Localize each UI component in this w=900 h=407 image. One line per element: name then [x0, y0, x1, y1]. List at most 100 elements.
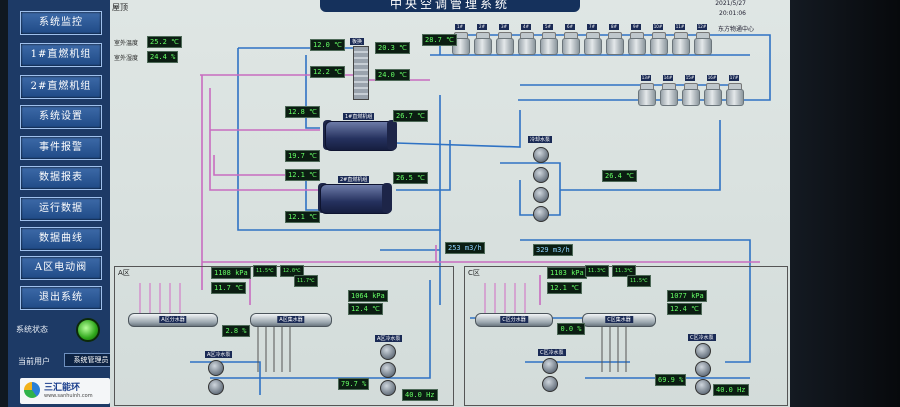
nav-event-alarm[interactable]: 事件报警 [20, 136, 102, 160]
cooling-tower-2[interactable]: 2# [474, 24, 492, 55]
top-temp-4: 24.0 ℃ [375, 69, 410, 81]
nav-system-monitor[interactable]: 系统监控 [20, 11, 102, 35]
cooling-tower-b-label: 16# [707, 75, 717, 81]
zone-a-pump-group-2-label: A区冷水泵 [375, 335, 403, 342]
cooling-tower-label: 10# [653, 24, 663, 30]
zone-a-sensor-3: 11.7℃ [294, 275, 318, 287]
cooling-tower-label: 4# [521, 24, 531, 30]
zone-c-pump-5[interactable] [695, 379, 711, 395]
flow-reading-2: 329 m3/h [533, 244, 573, 256]
cooling-tower-b-2[interactable]: 14# [660, 75, 678, 106]
cooling-tower-label: 8# [609, 24, 619, 30]
cooling-tower-b-1[interactable]: 13# [638, 75, 656, 106]
plate-heat-exchanger-tag: 板换 [350, 38, 365, 45]
cooling-tower-label: 5# [543, 24, 553, 30]
zone-c-pump-group-2-label: C区冷水泵 [688, 334, 716, 341]
chiller-1-in-temp: 12.8 ℃ [285, 106, 320, 118]
zone-c-pressure-2: 1077 kPa [667, 290, 707, 302]
cooling-tower-4[interactable]: 4# [518, 24, 536, 55]
zone-c-frequency: 40.0 Hz [713, 384, 749, 396]
zone-a-pump-3[interactable] [380, 344, 396, 360]
chiller-1-ret-temp: 19.7 ℃ [285, 150, 320, 162]
zone-a-pump-1[interactable] [208, 360, 224, 376]
cooling-tower-10[interactable]: 10# [650, 24, 668, 55]
zone-c-supply-header-label: C区分水器 [500, 316, 528, 323]
zone-a-temp-1: 11.7 ℃ [211, 282, 246, 294]
zone-a-pump-5[interactable] [380, 380, 396, 396]
cooling-tower-3[interactable]: 3# [496, 24, 514, 55]
plate-heat-exchanger [353, 46, 369, 100]
zone-a-pump-2[interactable] [208, 379, 224, 395]
zone-c-pump-4[interactable] [695, 361, 711, 377]
nav-data-report[interactable]: 数据报表 [20, 166, 102, 190]
zone-a-box [114, 266, 454, 406]
zone-a-sensor-2: 12.0℃ [280, 265, 304, 277]
cooling-tower-7[interactable]: 7# [584, 24, 602, 55]
date-display: 2021/5/27 [715, 0, 746, 7]
cooling-tower-label: 2# [477, 24, 487, 30]
nav-data-curve[interactable]: 数据曲线 [20, 227, 102, 251]
zone-c-sensor-2: 11.3℃ [612, 265, 636, 277]
cooling-tower-b-3[interactable]: 15# [682, 75, 700, 106]
top-temp-2: 12.2 ℃ [310, 66, 345, 78]
zone-c-return-header-label: C区集水器 [605, 316, 633, 323]
system-status-label: 系统状态 [16, 325, 48, 334]
zone-a-pump-4[interactable] [380, 362, 396, 378]
cooling-tower-label: 7# [587, 24, 597, 30]
cooling-pump-temp: 26.4 ℃ [602, 170, 637, 182]
time-display: 20:01:06 [719, 10, 746, 17]
zone-a-supply-header-label: A区分水器 [159, 316, 187, 323]
chiller-2-ret-temp: 12.1 ℃ [285, 211, 320, 223]
top-temp-5: 28.7 ℃ [422, 34, 457, 46]
zone-c-pump-3[interactable] [695, 343, 711, 359]
cooling-tower-label: 11# [675, 24, 685, 30]
cooling-tower-b-4[interactable]: 16# [704, 75, 722, 106]
zone-c-temp-2: 12.4 ℃ [667, 303, 702, 315]
cooling-tower-12[interactable]: 12# [694, 24, 712, 55]
zone-a-return-header-label: A区集水器 [277, 316, 305, 323]
zone-a-sensor-1: 11.5℃ [253, 265, 277, 277]
cooling-tower-11[interactable]: 11# [672, 24, 690, 55]
cooling-tower-9[interactable]: 9# [628, 24, 646, 55]
zone-c-return-header: C区集水器 [582, 313, 656, 327]
chiller-2-out-temp: 26.5 ℃ [393, 172, 428, 184]
zone-c-sensor-3: 11.5℃ [627, 275, 651, 287]
zone-c-label: C区 [468, 269, 480, 277]
zone-a-supply-header: A区分水器 [128, 313, 218, 327]
cooling-tower-b-label: 15# [685, 75, 695, 81]
zone-a-pressure-1: 1108 kPa [211, 267, 251, 279]
nav-exit-system[interactable]: 退出系统 [20, 286, 102, 310]
company-logo: 三汇能环 www.sanhuinh.com [20, 378, 110, 404]
outdoor-hum-value: 24.4 % [147, 51, 179, 63]
cooling-tower-b-label: 17# [729, 75, 739, 81]
cooling-tower-8[interactable]: 8# [606, 24, 624, 55]
cooling-tower-b-5[interactable]: 17# [726, 75, 744, 106]
zone-a-valve-opening: 79.7 % [338, 378, 370, 390]
nav-chiller-2[interactable]: 2#直燃机组 [20, 75, 102, 99]
top-temp-3: 20.3 ℃ [375, 42, 410, 54]
cooling-tower-6[interactable]: 6# [562, 24, 580, 55]
zone-c-pump-1[interactable] [542, 358, 558, 374]
zone-c-pump-group-1-label: C区冷水泵 [538, 349, 566, 356]
cooling-pump-3[interactable] [533, 187, 549, 203]
nav-chiller-1[interactable]: 1#直燃机组 [20, 43, 102, 67]
nav-run-data[interactable]: 运行数据 [20, 197, 102, 221]
zone-a-label: A区 [118, 269, 130, 277]
flow-reading-1: 253 m3/h [445, 242, 485, 254]
system-status-indicator [76, 318, 100, 342]
zone-a-temp-2: 12.4 ℃ [348, 303, 383, 315]
zone-c-valve-opening: 69.9 % [655, 374, 687, 386]
zone-a-ratio: 2.8 % [222, 325, 250, 337]
nav-system-settings[interactable]: 系统设置 [20, 105, 102, 129]
zone-c-ratio: 0.0 % [557, 323, 585, 335]
nav-zone-a-valve[interactable]: A区电动阀 [20, 256, 102, 280]
cooling-pump-2[interactable] [533, 167, 549, 183]
cooling-pump-1[interactable] [533, 147, 549, 163]
top-temp-1: 12.0 ℃ [310, 39, 345, 51]
area-label-roof: 屋顶 [112, 3, 128, 12]
chiller-1-label: 1#直燃机组 [343, 113, 375, 120]
zone-c-pump-2[interactable] [542, 376, 558, 392]
cooling-tower-5[interactable]: 5# [540, 24, 558, 55]
outdoor-temp-label: 室外温度 [114, 40, 139, 47]
cooling-pump-4[interactable] [533, 206, 549, 222]
